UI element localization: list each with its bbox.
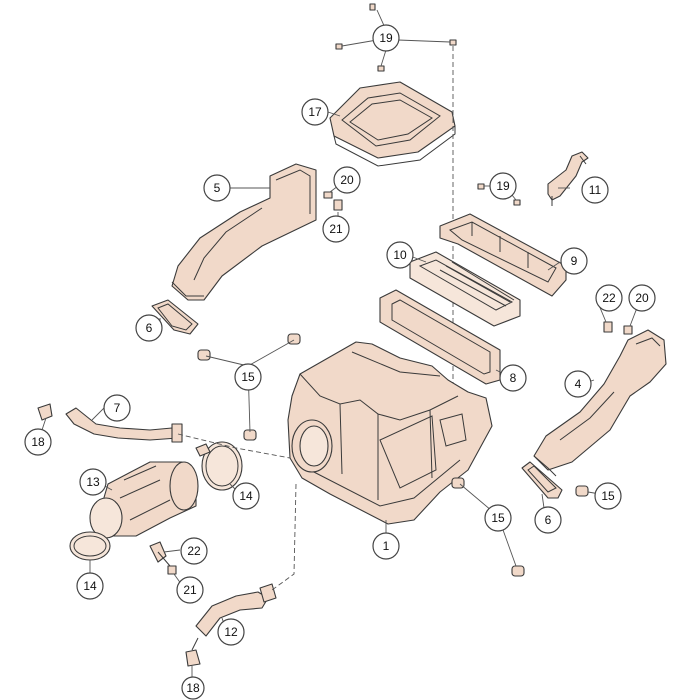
- callout-c20a: 21: [322, 215, 350, 243]
- screws-18-mid: [477, 183, 521, 206]
- callout-c7: 7: [103, 394, 131, 422]
- part-8-filter-cage: [439, 213, 567, 297]
- callout-c19b: 20: [628, 284, 656, 312]
- callout-c4: 4: [564, 370, 592, 398]
- callout-c16: 17: [301, 98, 329, 126]
- assembly-line-hose: [177, 433, 291, 459]
- svg-text:20: 20: [635, 291, 649, 305]
- svg-text:4: 4: [575, 377, 582, 391]
- svg-text:12: 12: [224, 625, 238, 639]
- air-box-intake-opening: [291, 419, 333, 473]
- svg-text:21: 21: [329, 222, 343, 236]
- callout-c6a: 6: [135, 314, 163, 342]
- part-16-cover: [329, 81, 456, 167]
- svg-text:22: 22: [187, 544, 201, 558]
- callout-c5: 5: [203, 174, 231, 202]
- screws-18-top: [335, 3, 457, 72]
- part-11-bracket: [547, 151, 589, 206]
- part-7-breather-hose: [65, 407, 183, 443]
- svg-text:5: 5: [214, 181, 221, 195]
- svg-text:7: 7: [114, 401, 121, 415]
- svg-text:15: 15: [601, 489, 615, 503]
- part-13-intake-boot: [89, 461, 199, 539]
- svg-text:17: 17: [308, 105, 322, 119]
- svg-text:22: 22: [602, 291, 616, 305]
- callout-c15a: 15: [234, 363, 262, 391]
- svg-text:15: 15: [491, 511, 505, 525]
- svg-text:14: 14: [239, 489, 253, 503]
- grommets-15: [197, 333, 589, 577]
- callout-c18b: 19: [489, 172, 517, 200]
- svg-text:18: 18: [186, 681, 200, 695]
- svg-text:19: 19: [379, 31, 393, 45]
- svg-text:13: 13: [86, 475, 100, 489]
- svg-text:21: 21: [183, 583, 197, 597]
- callout-c8: 9: [560, 247, 588, 275]
- parts-19-20-left: [323, 191, 343, 211]
- part-17-clips: [37, 403, 201, 667]
- callout-c10: 8: [499, 364, 527, 392]
- part-6-seal-left: [151, 299, 199, 335]
- callout-c9: 10: [386, 241, 414, 269]
- parts-21-22-sensor: [149, 541, 177, 575]
- part-6-seal-right: [521, 461, 563, 499]
- part-9-air-filter: [409, 251, 521, 327]
- callout-c17a: 18: [24, 428, 52, 456]
- callout-c20b: 22: [595, 284, 623, 312]
- callout-c14a: 14: [232, 482, 260, 510]
- parts-19-20-right: [603, 321, 633, 335]
- part-14-clamp-lower: [69, 531, 111, 561]
- callout-c18a: 19: [372, 24, 400, 52]
- svg-text:9: 9: [571, 254, 578, 268]
- callout-c15b: 15: [484, 504, 512, 532]
- svg-text:20: 20: [340, 173, 354, 187]
- part-12-hose-lower: [191, 583, 277, 651]
- callout-c12: 12: [217, 618, 245, 646]
- svg-text:19: 19: [496, 179, 510, 193]
- svg-text:1: 1: [383, 539, 390, 553]
- callout-c1: 1: [372, 532, 400, 560]
- callout-c13: 13: [79, 468, 107, 496]
- callout-c19a: 20: [333, 166, 361, 194]
- part-14-clamp-upper: [195, 441, 243, 491]
- callout-c17b: 18: [181, 676, 205, 700]
- svg-text:11: 11: [589, 183, 602, 197]
- part-5-snorkel-left: [171, 163, 317, 301]
- svg-text:10: 10: [393, 248, 407, 262]
- callout-c21: 21: [176, 576, 204, 604]
- svg-text:6: 6: [146, 321, 153, 335]
- callout-c11: 11: [581, 176, 609, 204]
- callout-c14b: 14: [76, 572, 104, 600]
- svg-text:15: 15: [241, 370, 255, 384]
- callout-c15c: 15: [594, 482, 622, 510]
- callout-c6b: 6: [534, 506, 562, 534]
- assembly-line-lower: [271, 483, 297, 591]
- svg-text:6: 6: [545, 513, 552, 527]
- svg-text:8: 8: [510, 371, 517, 385]
- part-4-snorkel-right: [533, 329, 667, 477]
- callout-c22: 22: [180, 537, 208, 565]
- svg-text:18: 18: [31, 435, 45, 449]
- svg-text:14: 14: [83, 579, 97, 593]
